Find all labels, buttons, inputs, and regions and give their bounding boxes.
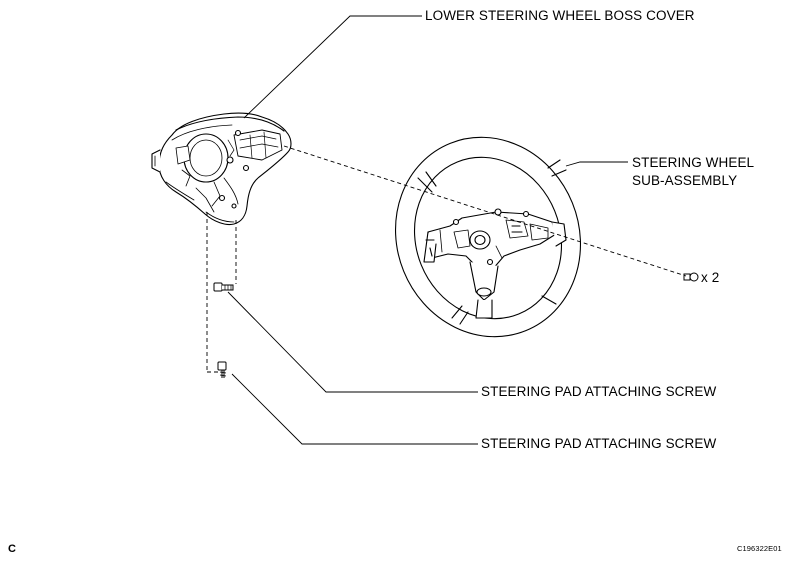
label-steering-wheel-line2: SUB-ASSEMBLY (632, 173, 738, 188)
label-screw-quantity: x 2 (701, 270, 720, 285)
pad-screw-upper (213, 282, 234, 292)
leader-lines (227, 15, 628, 445)
pad-screw-lower (217, 361, 227, 378)
label-pad-screw-1: STEERING PAD ATTACHING SCREW (481, 384, 717, 399)
wheel-screw (683, 272, 699, 282)
label-steering-wheel-line1: STEERING WHEEL (632, 155, 755, 170)
figure-code: C196322E01 (737, 544, 782, 553)
corner-letter: C (8, 543, 17, 555)
lower-boss-cover (151, 112, 292, 226)
assembly-dashed-lines (206, 145, 687, 373)
steering-wheel-sub-assembly (394, 136, 582, 338)
label-lower-boss-cover: LOWER STEERING WHEEL BOSS COVER (425, 8, 695, 23)
label-pad-screw-2: STEERING PAD ATTACHING SCREW (481, 436, 717, 451)
